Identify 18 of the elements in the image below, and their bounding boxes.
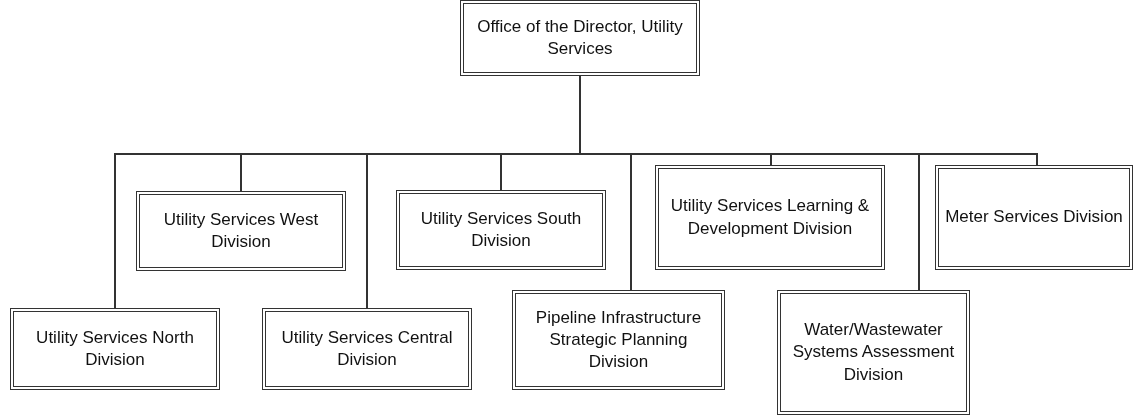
box-label: Water/Wastewater Systems Assessment Division [791, 319, 956, 386]
division-box [10, 308, 220, 390]
box-label: Utility Services Central Division [280, 326, 454, 371]
division-box [935, 165, 1133, 270]
division-box [655, 165, 885, 270]
division-box [136, 191, 346, 271]
division-box [262, 308, 472, 390]
box-label: Utility Services North Division [35, 326, 195, 371]
division-box [396, 190, 606, 270]
box-label: Utility Services South Division [419, 207, 583, 252]
division-box [512, 290, 725, 390]
box-label: Utility Services West Division [162, 208, 320, 253]
box-label: Office of the Director, Utility Services [476, 15, 684, 60]
division-box [777, 290, 970, 415]
box-label: Meter Services Division [945, 206, 1123, 229]
box-label: Pipeline Infrastructure Strategic Planning Division [534, 306, 703, 374]
box-label: Utility Services Learning & Development Division [669, 195, 871, 240]
director-box [460, 0, 700, 76]
